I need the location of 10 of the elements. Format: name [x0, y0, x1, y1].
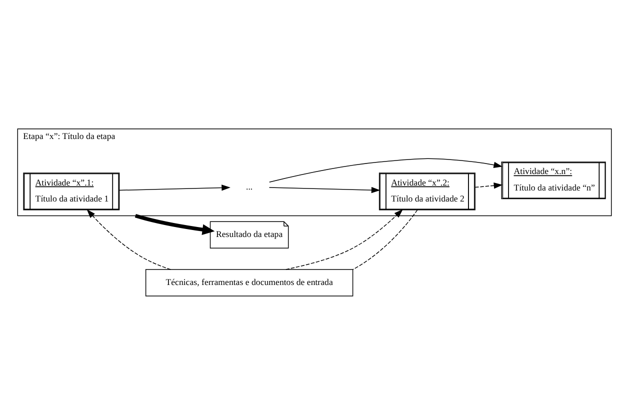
arrow	[268, 186, 380, 194]
connector	[352, 210, 418, 270]
arrow	[474, 182, 503, 189]
arrow	[286, 209, 403, 270]
node-box: Técnicas, ferramentas e documentos de entrada	[145, 269, 354, 296]
arrow	[134, 214, 215, 235]
node-text: ...	[246, 181, 253, 192]
arrow	[269, 158, 503, 182]
arrow	[86, 209, 172, 270]
arrow	[119, 184, 230, 191]
